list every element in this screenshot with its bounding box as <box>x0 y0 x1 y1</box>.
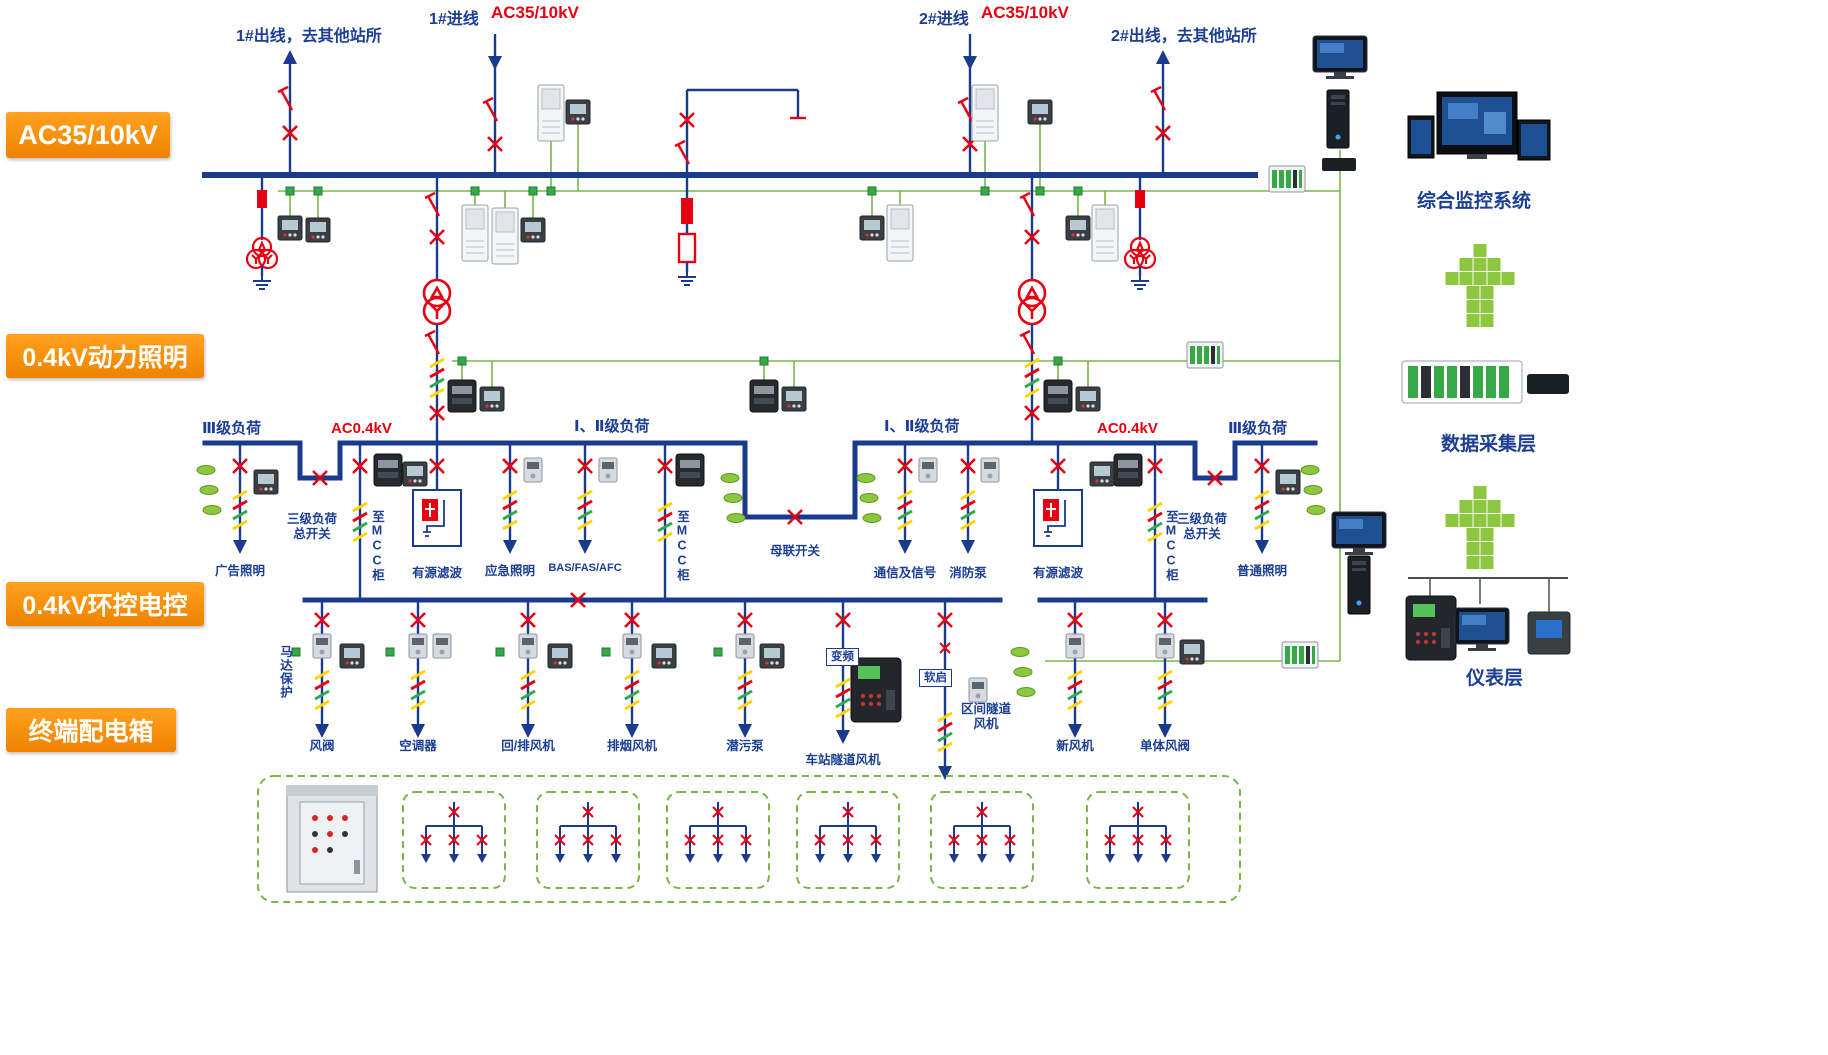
label-vfd-box: 变频 <box>826 648 859 666</box>
section-label-power-lighting: 0.4kV动力照明 <box>6 334 204 378</box>
meter-layer-devices <box>1405 577 1571 661</box>
label-smoke-fan: 排烟风机 <box>606 739 657 753</box>
section-label-ac35: AC35/10kV <box>6 112 170 158</box>
label-section-tunnel-fan: 区间隧道风机 <box>960 702 1011 731</box>
label-bus-tie: 母联开关 <box>769 544 820 558</box>
label-normal-lighting: 普通照明 <box>1236 564 1287 578</box>
label-scada-system: 综合监控系统 <box>1417 191 1532 212</box>
label-outgoing-1: 1#出线，去其他站所 <box>236 28 382 45</box>
green-comm-network <box>278 124 1341 669</box>
terminal-box-6 <box>1086 791 1190 889</box>
label-fresh-air-fan: 新风机 <box>1056 739 1094 753</box>
feeder-section-tunnel-fan <box>936 600 988 780</box>
env-bus-section <box>291 591 1208 780</box>
right-monitoring-panel <box>1312 35 1571 661</box>
feeder-smoke-fan <box>622 600 677 738</box>
label-incoming-2-voltage: AC35/10kV <box>981 3 1069 22</box>
feeder-active-filter-left <box>412 443 462 547</box>
power-bus-section <box>196 440 1326 600</box>
label-motor-protection: 马达保护 <box>278 645 292 699</box>
feeder-to-mcc-3 <box>1089 443 1164 600</box>
feeder-return-exhaust-fan <box>518 600 573 738</box>
label-emergency-lighting: 应急照明 <box>484 564 535 578</box>
feeder-active-filter-right <box>1033 443 1083 547</box>
feeder-ad-lighting <box>196 443 279 554</box>
label-outgoing-2: 2#出线，去其他站所 <box>1111 28 1257 45</box>
label-ac04-right: AC0.4kV <box>1097 420 1158 437</box>
terminal-box-5 <box>930 791 1034 889</box>
feeder-fire-pump <box>959 443 1000 554</box>
label-single-air-valve: 单体风阀 <box>1139 739 1190 753</box>
distribution-cabinet <box>286 785 378 893</box>
label-ad-lighting: 广告照明 <box>214 564 265 578</box>
feeder-emergency-lighting <box>501 443 543 554</box>
label-comm-signal: 通信及信号 <box>873 566 937 580</box>
section-label-env-control: 0.4kV环控电控 <box>6 582 204 626</box>
feeder-station-tunnel-fan <box>834 600 902 744</box>
feeder-bas-fas-afc <box>576 443 618 554</box>
scada-screens <box>1407 91 1551 161</box>
label-ac04-left: AC0.4kV <box>331 420 392 437</box>
feeder-air-valve <box>312 600 365 738</box>
label-incoming-2: 2#进线 <box>919 11 969 28</box>
outgoing-line-2 <box>1149 50 1172 175</box>
incomer-breaker-devices <box>447 379 1101 413</box>
terminal-box-2 <box>536 791 640 889</box>
station-transformer-right <box>1123 175 1157 290</box>
label-air-conditioner: 空调器 <box>399 739 437 753</box>
incoming-line-2 <box>956 34 979 175</box>
feeder-to-mcc-1 <box>351 443 428 600</box>
feeder-sewage-pump <box>735 600 785 738</box>
label-to-mcc-2: 至MCC柜 <box>675 510 689 582</box>
feeder-normal-lighting <box>1253 443 1326 554</box>
label-bas-fas-afc: BAS/FAS/AFC <box>548 562 622 574</box>
ac35-section <box>202 34 1258 290</box>
label-active-filter-right: 有源滤波 <box>1032 566 1083 580</box>
label-to-mcc-3: 至MCC柜 <box>1164 510 1178 582</box>
label-load3-left: Ⅲ级负荷 <box>202 420 262 437</box>
feeder-to-mcc-2 <box>656 443 746 600</box>
label-load12-right: Ⅰ、Ⅱ级负荷 <box>884 418 960 435</box>
label-incoming-1-voltage: AC35/10kV <box>491 3 579 22</box>
label-to-mcc-1: 至MCC柜 <box>370 510 384 582</box>
incoming-line-1 <box>481 34 504 175</box>
station-transformer-left <box>245 175 279 290</box>
outgoing-line-1 <box>276 50 299 175</box>
terminal-box-3 <box>666 791 770 889</box>
terminal-boxes-section <box>257 775 1241 903</box>
label-soft-start-box: 软启 <box>919 669 952 687</box>
daq-rack <box>1401 360 1569 404</box>
feeder-single-air-valve <box>1155 600 1205 738</box>
terminal-box-4 <box>796 791 900 889</box>
label-load3-right: Ⅲ级负荷 <box>1228 420 1288 437</box>
label-load3-switch-left: 三级负荷总开关 <box>286 512 337 541</box>
label-sewage-pump: 潜污泵 <box>726 739 764 753</box>
main-transformer-left <box>422 175 452 443</box>
label-load12-left: Ⅰ、Ⅱ级负荷 <box>574 418 650 435</box>
label-incoming-1: 1#进线 <box>429 11 479 28</box>
feeder-air-conditioner <box>408 600 452 738</box>
label-active-filter-left: 有源滤波 <box>411 566 462 580</box>
label-load3-switch-right: 三级负荷总开关 <box>1176 512 1227 541</box>
label-daq-layer: 数据采集层 <box>1441 434 1537 455</box>
label-meter-layer: 仪表层 <box>1466 668 1524 689</box>
label-station-tunnel-fan: 车站隧道风机 <box>805 753 881 767</box>
section-label-terminal-box: 终端配电箱 <box>6 708 176 752</box>
label-air-valve: 风阀 <box>309 739 335 753</box>
label-fire-pump: 消防泵 <box>949 566 987 580</box>
feeder-fresh-air-fan <box>1065 600 1085 738</box>
main-transformer-right <box>1017 175 1047 443</box>
label-return-exhaust-fan: 回/排风机 <box>501 739 555 753</box>
bus-pt-center <box>673 88 806 286</box>
feeder-comm-signal <box>856 443 938 554</box>
terminal-box-1 <box>402 791 506 889</box>
